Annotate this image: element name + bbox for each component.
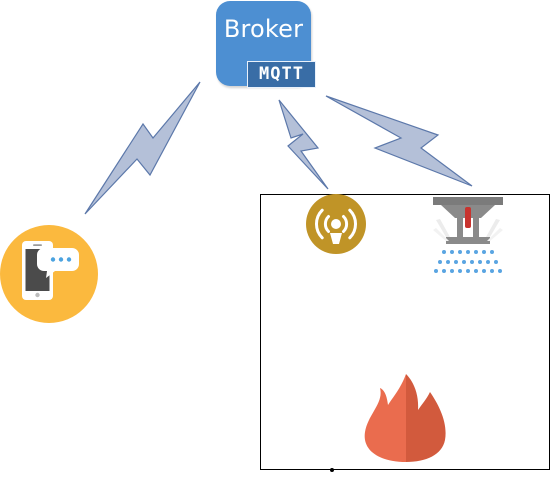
lightning-bolt-icon	[325, 95, 473, 187]
fire-icon	[364, 374, 446, 462]
wireless-sensor-icon	[306, 194, 366, 254]
room-boundary	[260, 194, 550, 470]
sprinkler-icon	[433, 197, 503, 273]
lightning-bolt-icon	[278, 99, 329, 190]
mqtt-label: MQTT	[259, 64, 304, 84]
mqtt-badge: MQTT	[247, 61, 316, 88]
broker-title: Broker	[223, 15, 304, 43]
connection-dot	[330, 468, 334, 472]
lightning-bolt-icon	[84, 81, 201, 215]
